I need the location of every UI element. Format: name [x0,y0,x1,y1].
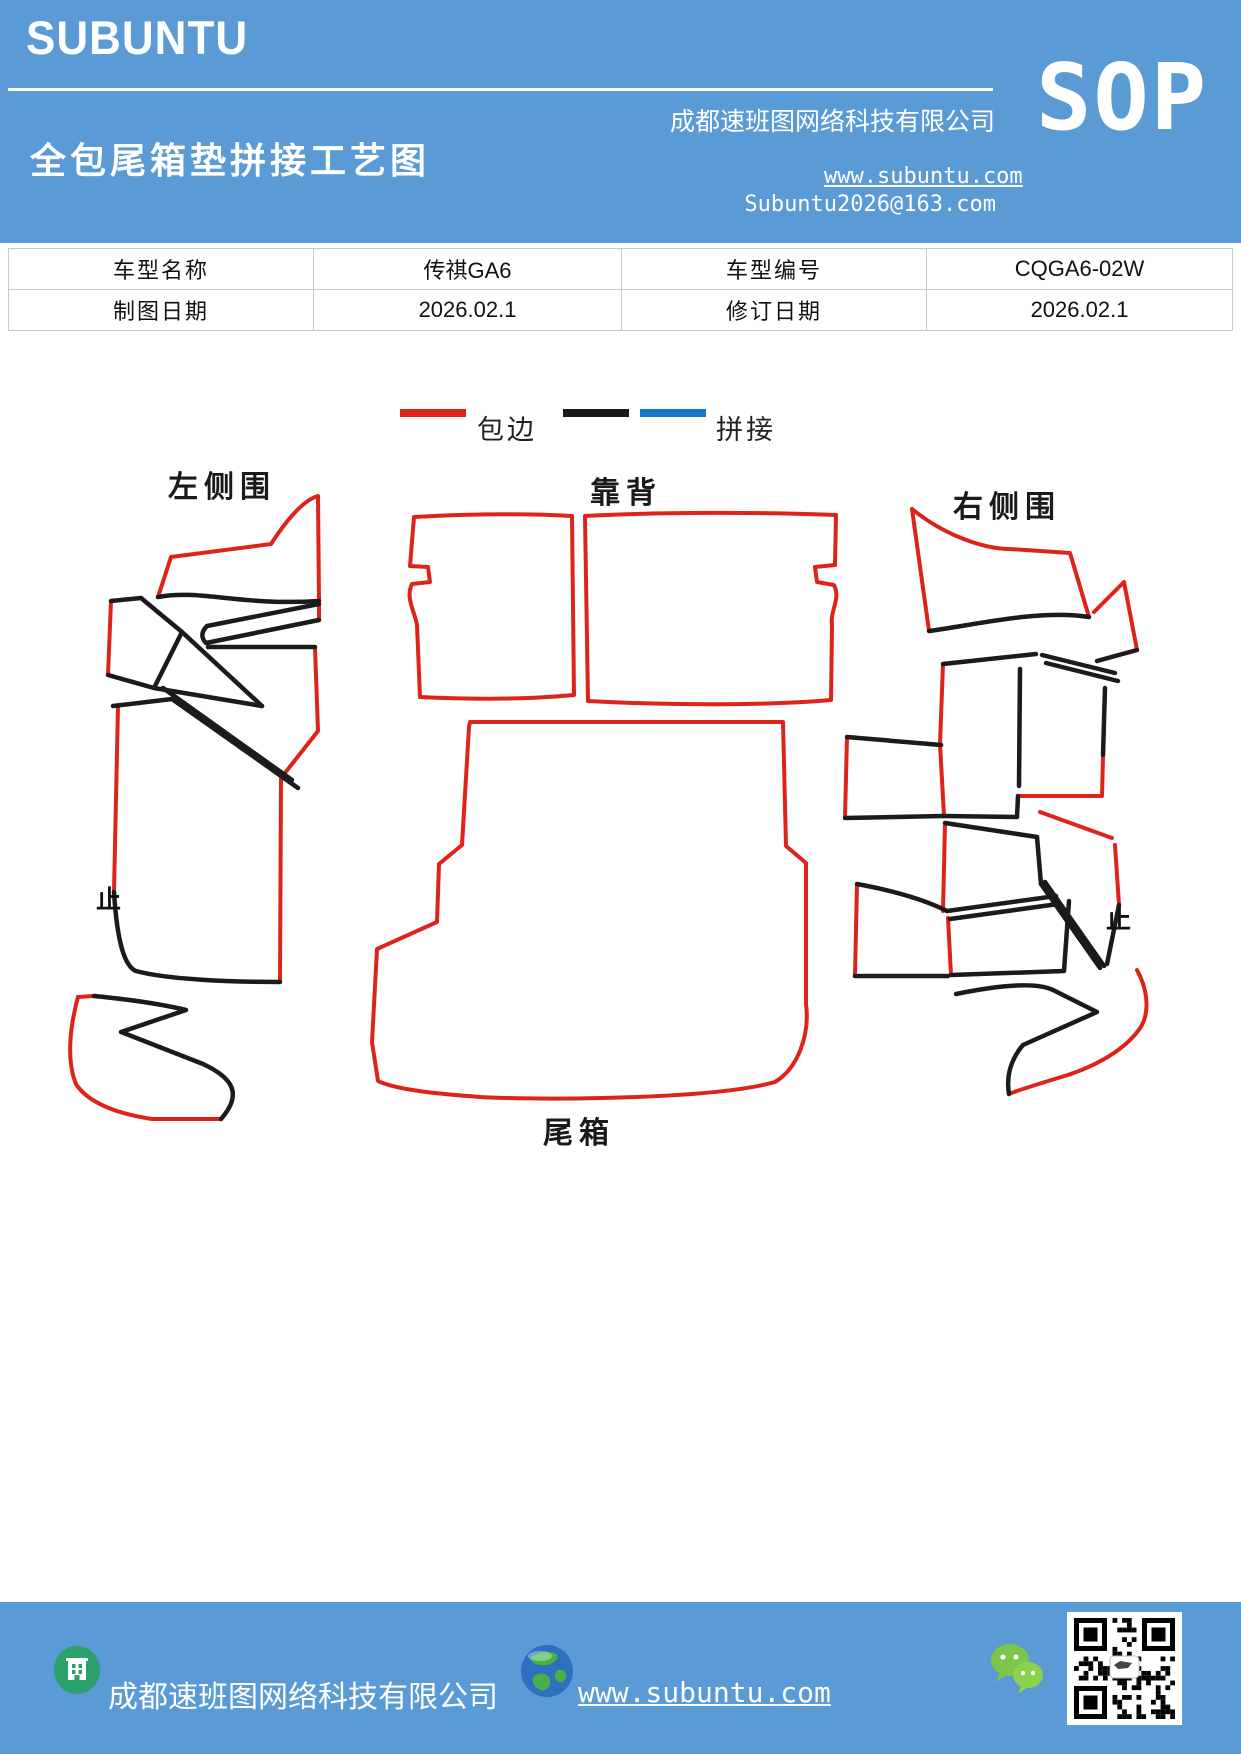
legend-edge-label: 包边 [477,415,537,445]
label-backrest: 靠背 [590,477,662,510]
stop-mark-left: 止 [96,887,122,914]
building-icon [54,1646,100,1694]
stop-mark-right: 止 [1106,907,1132,934]
model-name-label: 车型名称 [9,249,314,290]
legend-stitch-label: 拼接 [716,415,776,445]
label-right-panel: 右侧围 [953,491,1061,524]
header-company-name: 成都速班图网络科技有限公司 [669,109,995,136]
footer-company-name: 成都速班图网络科技有限公司 [108,1681,498,1714]
legend-stitch-blue-swatch [640,409,706,417]
model-code-value: CQGA6-02W [927,249,1232,290]
model-code-label: 车型编号 [622,249,927,290]
draw-date-value: 2026.02.1 [314,289,622,330]
qr-finder-patterns [1074,1618,1175,1719]
left-panel-stitch-seams [91,592,322,1122]
header-email: Subuntu2026@163.com [744,192,996,217]
label-left-panel: 左侧围 [168,471,276,504]
revise-date-value: 2026.02.1 [1030,296,1129,322]
sop-label: SOP [1036,44,1209,151]
left-panel-red-edges [68,494,321,1121]
page-title: 全包尾箱垫拼接工艺图 [30,140,431,181]
backrest-right-half [583,510,839,707]
legend-stitch-black-swatch [563,409,629,417]
logo-text: SUBUNTU [26,12,249,65]
backrest-left-half [407,512,576,701]
revise-date-label: 修订日期 [622,289,927,330]
trunk-main-outline [370,720,809,1101]
model-name-value: 传祺GA6 [314,249,622,290]
qr-code [1067,1612,1182,1725]
right-panel-stitch-seams [842,612,1140,1097]
header-band: SUBUNTU 成都速班图网络科技有限公司 SOP 全包尾箱垫拼接工艺图 www… [0,0,1241,243]
draw-date-label: 制图日期 [9,289,314,330]
header-website-link[interactable]: www.subuntu.com [824,164,1023,189]
vehicle-info-table: 车型名称 传祺GA6 车型编号 CQGA6-02W 制图日期 2026.02.1… [8,248,1233,331]
label-trunk: 尾箱 [543,1117,615,1150]
header-divider [8,88,993,91]
globe-icon [521,1645,573,1697]
qr-pattern [1074,1618,1175,1719]
footer-website-link[interactable]: www.subuntu.com [578,1676,831,1709]
right-panel-red-edges [843,507,1149,1096]
wechat-icon [991,1644,1043,1694]
legend-edge-swatch [400,409,466,417]
